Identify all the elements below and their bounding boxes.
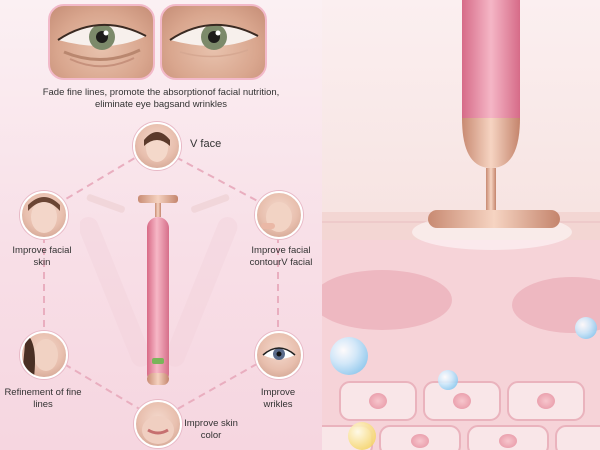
eye-bags-before-icon bbox=[57, 24, 147, 68]
left-panel: Fade fine lines, promote the absorptiono… bbox=[0, 0, 322, 450]
v-face-label: V face bbox=[190, 138, 222, 150]
facial-skin-label: Improve facial skin bbox=[12, 245, 72, 268]
faded-device-left bbox=[80, 194, 238, 367]
skin-color-label: Improve skin color bbox=[184, 418, 238, 441]
facial-skin-photo bbox=[20, 191, 68, 239]
fine-lines-label: Refinement of fine lines bbox=[4, 387, 82, 410]
eye-bags-after-icon bbox=[169, 24, 259, 58]
before-eye-photo bbox=[48, 4, 155, 80]
beauty-bar-icon bbox=[138, 195, 178, 385]
facial-contour-photo bbox=[255, 191, 303, 239]
after-eye-photo bbox=[160, 4, 267, 80]
fine-lines-photo bbox=[20, 331, 68, 379]
facial-contour-label: Improve facial contourV facial bbox=[249, 245, 313, 268]
right-panel bbox=[322, 0, 600, 450]
eye-caption: Fade fine lines, promote the absorptiono… bbox=[42, 87, 280, 110]
v-face-photo bbox=[133, 122, 181, 170]
skin-layers-icon bbox=[322, 0, 600, 450]
wrinkles-photo bbox=[255, 331, 303, 379]
wrinkles-label: Improve wrikles bbox=[260, 387, 296, 410]
skin-color-photo bbox=[134, 400, 182, 448]
